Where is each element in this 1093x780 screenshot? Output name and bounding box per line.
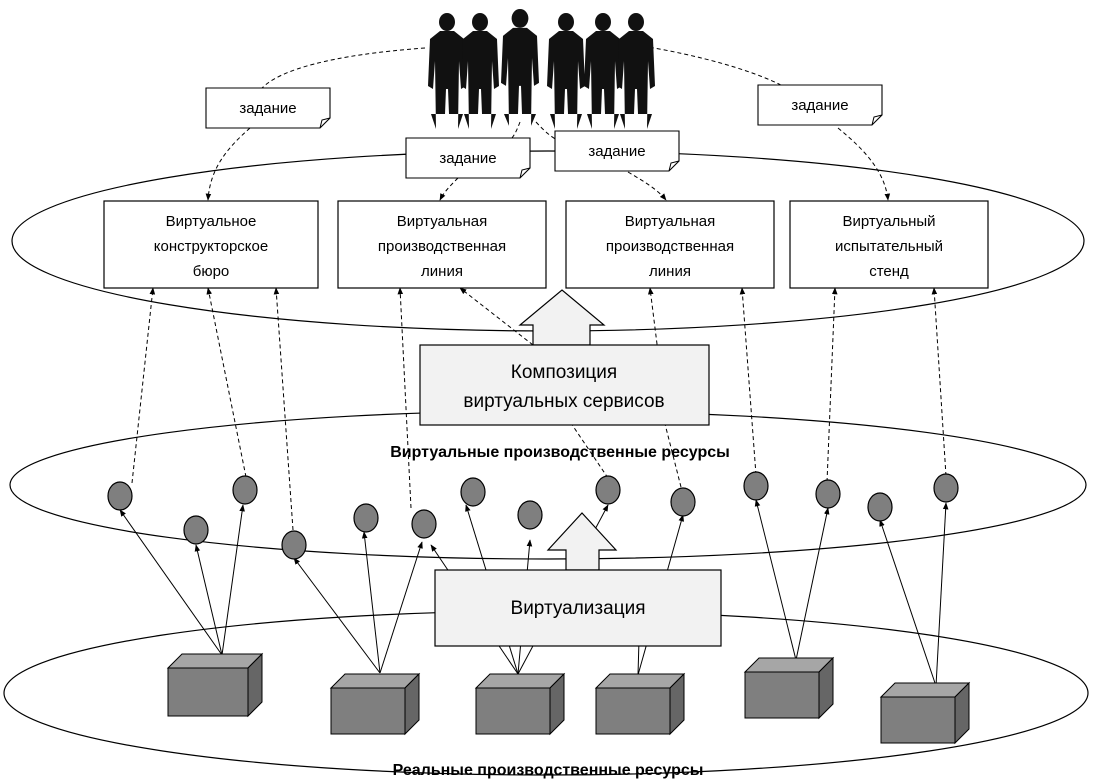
virtual-resource-nodes bbox=[107, 471, 959, 560]
person-icon bbox=[617, 13, 655, 129]
service-link bbox=[131, 287, 156, 484]
task-note-right: задание bbox=[757, 84, 883, 126]
resource-link bbox=[379, 541, 423, 674]
virtual-resource-node bbox=[743, 471, 769, 501]
service-label: производственная bbox=[378, 238, 506, 255]
resource-link bbox=[795, 507, 830, 661]
virtual-resource-node bbox=[517, 500, 543, 530]
task-flow-links bbox=[205, 44, 891, 201]
task-link bbox=[205, 127, 251, 201]
service-label: Виртуальная bbox=[397, 213, 487, 230]
service-design-bureau: Виртуальное конструкторское бюро bbox=[103, 200, 319, 289]
service-dependency-links bbox=[131, 287, 947, 531]
service-link bbox=[648, 287, 665, 401]
virtual-resources-layer bbox=[9, 410, 1087, 560]
virtual-resource-node bbox=[232, 475, 258, 505]
resource-link bbox=[119, 509, 223, 656]
task-label: задание bbox=[588, 143, 645, 160]
real-resource-cube bbox=[166, 652, 264, 718]
real-resource-cube bbox=[594, 672, 686, 736]
virtual-layer-title: Виртуальные производственные ресурсы bbox=[390, 444, 730, 461]
composition-process bbox=[419, 344, 710, 426]
resource-link bbox=[754, 499, 797, 661]
service-link bbox=[931, 287, 947, 477]
virtualization-arrow bbox=[546, 512, 618, 571]
virtual-resource-node bbox=[460, 477, 486, 507]
virtual-resource-node bbox=[815, 479, 841, 509]
composition-arrow bbox=[518, 289, 606, 346]
real-layer-title: Реальные производственные ресурсы bbox=[393, 762, 704, 779]
service-link bbox=[663, 419, 682, 488]
task-link bbox=[837, 127, 891, 201]
person-icon bbox=[547, 13, 585, 129]
service-label: линия bbox=[649, 263, 691, 280]
service-link bbox=[206, 287, 247, 478]
task-link bbox=[627, 171, 667, 201]
task-note-center-left: задание bbox=[405, 137, 531, 179]
virtualization-process bbox=[434, 569, 722, 647]
person-icon bbox=[501, 8, 539, 126]
virtual-resource-node bbox=[411, 509, 437, 539]
real-resource-cube bbox=[474, 672, 566, 736]
real-resource-cube bbox=[329, 672, 421, 736]
task-link bbox=[535, 121, 566, 144]
service-label: Виртуальная bbox=[625, 213, 715, 230]
people-silhouettes bbox=[428, 8, 655, 129]
real-resource-cube bbox=[743, 656, 835, 720]
service-label: испытательный bbox=[835, 238, 943, 255]
task-note-left: задание bbox=[205, 87, 331, 129]
service-label: бюро bbox=[193, 263, 230, 280]
resource-link bbox=[194, 544, 223, 656]
virtual-resource-node bbox=[353, 503, 379, 533]
resource-link bbox=[221, 504, 245, 656]
service-label: производственная bbox=[606, 238, 734, 255]
service-label: Виртуальное bbox=[166, 213, 257, 230]
person-icon bbox=[461, 13, 499, 129]
resource-link bbox=[293, 557, 381, 674]
service-production-line-1: Виртуальная производственная линия bbox=[337, 200, 547, 289]
service-test-stand: Виртуальный испытательный стенд bbox=[789, 200, 989, 289]
person-icon bbox=[428, 13, 466, 129]
service-link bbox=[273, 287, 294, 531]
task-label: задание bbox=[239, 100, 296, 117]
service-label: Виртуальный bbox=[842, 213, 935, 230]
task-link bbox=[439, 177, 459, 201]
real-resource-cubes bbox=[166, 652, 971, 745]
service-production-line-2: Виртуальная производственная линия bbox=[565, 200, 775, 289]
service-label: стенд bbox=[869, 263, 909, 280]
service-link bbox=[739, 287, 757, 476]
service-link bbox=[397, 287, 412, 509]
service-link bbox=[826, 287, 838, 483]
service-link bbox=[551, 394, 609, 479]
virtual-resource-node bbox=[867, 492, 893, 522]
composition-label-1: Композиция bbox=[511, 362, 617, 383]
task-link bbox=[261, 47, 426, 89]
task-label: задание bbox=[791, 97, 848, 114]
composition-label-2: виртуальных сервисов bbox=[463, 391, 664, 412]
person-icon bbox=[584, 13, 622, 129]
task-label: задание bbox=[439, 150, 496, 167]
task-link bbox=[635, 44, 791, 91]
virtualization-label: Виртуализация bbox=[511, 598, 646, 619]
resource-link bbox=[361, 531, 381, 674]
virtual-resource-node bbox=[183, 515, 209, 545]
service-label: линия bbox=[421, 263, 463, 280]
virtual-resource-node bbox=[281, 530, 307, 560]
service-link bbox=[459, 287, 534, 346]
service-label: конструкторское bbox=[154, 238, 268, 255]
real-resource-cube bbox=[879, 681, 971, 745]
virtual-resource-node bbox=[933, 473, 959, 503]
resource-link bbox=[879, 519, 937, 687]
task-note-center-right: задание bbox=[554, 130, 680, 172]
virtual-resource-node bbox=[595, 475, 621, 505]
resource-link bbox=[935, 502, 949, 687]
virtual-resource-node bbox=[107, 481, 133, 511]
virtual-resource-node bbox=[670, 487, 696, 517]
